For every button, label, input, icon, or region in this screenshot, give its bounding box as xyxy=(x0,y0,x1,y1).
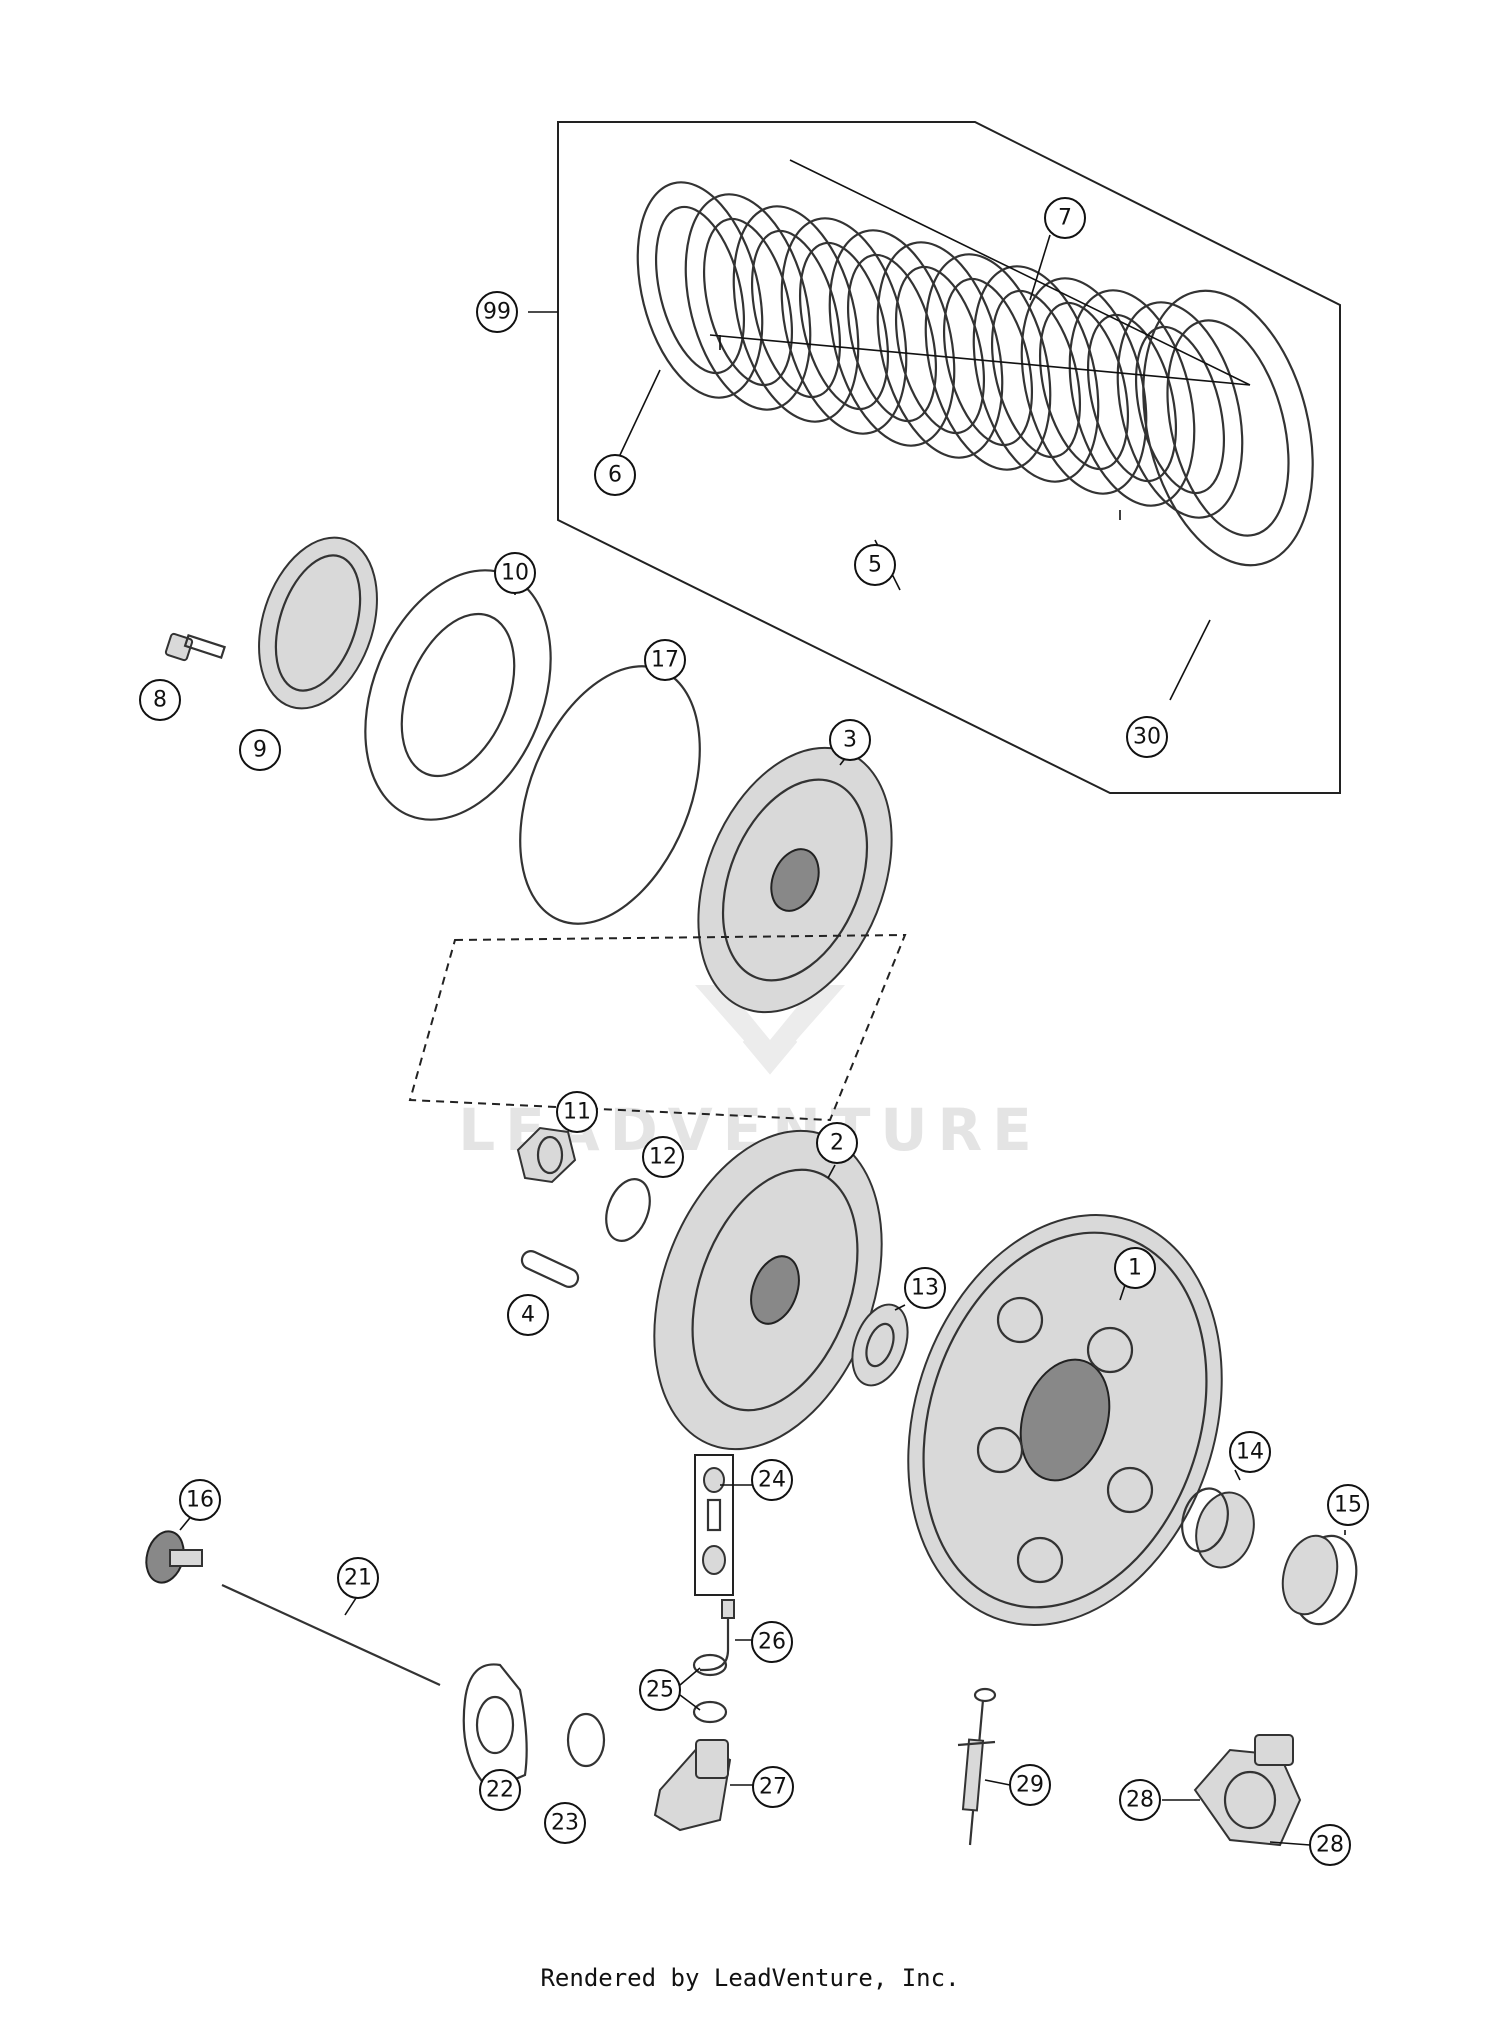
callout-21: 21 xyxy=(337,1557,379,1599)
callout-14: 14 xyxy=(1229,1431,1271,1473)
svg-text:7: 7 xyxy=(1058,206,1072,231)
svg-text:28: 28 xyxy=(1316,1833,1344,1858)
svg-text:6: 6 xyxy=(608,463,622,488)
svg-text:14: 14 xyxy=(1236,1440,1264,1465)
banjo-fitting-part-26 xyxy=(700,1600,730,1672)
svg-text:16: 16 xyxy=(186,1488,214,1513)
callout-15: 15 xyxy=(1327,1484,1369,1526)
callout-28-left: 28 xyxy=(1119,1779,1161,1821)
svg-text:12: 12 xyxy=(649,1145,677,1170)
svg-text:25: 25 xyxy=(646,1678,674,1703)
svg-text:27: 27 xyxy=(759,1775,787,1800)
gasket-part-22 xyxy=(462,1663,528,1792)
nut-part-11 xyxy=(516,1126,577,1184)
gear-part-16 xyxy=(145,1530,203,1584)
grease-syringe-part-29 xyxy=(957,1687,997,1846)
footer-credit: Rendered by LeadVenture, Inc. xyxy=(540,1964,960,1992)
bushing-part-14 xyxy=(1181,1487,1255,1569)
callout-24: 24 xyxy=(751,1459,793,1501)
svg-text:3: 3 xyxy=(843,728,857,753)
callout-7: 7 xyxy=(1044,197,1086,239)
lock-washer-part-12 xyxy=(605,1178,651,1242)
svg-text:2: 2 xyxy=(830,1131,844,1156)
svg-text:11: 11 xyxy=(563,1100,591,1125)
clutch-disc-stack xyxy=(636,181,1314,567)
callout-23: 23 xyxy=(544,1802,586,1844)
washers-part-25 xyxy=(692,1653,728,1724)
callout-4: 4 xyxy=(507,1294,549,1336)
callout-11: 11 xyxy=(556,1091,598,1133)
washer-part-13 xyxy=(851,1303,909,1387)
o-ring-part-23 xyxy=(566,1712,606,1768)
slave-cylinder-mount-part-28 xyxy=(1193,1734,1302,1847)
pin-part-4 xyxy=(520,1250,580,1288)
svg-text:10: 10 xyxy=(501,561,529,586)
svg-text:1: 1 xyxy=(1128,1256,1142,1281)
assembly-dashed-box xyxy=(408,933,907,1122)
bleed-valve-box xyxy=(694,1454,734,1596)
bleed-valve-part-24 xyxy=(702,1467,726,1575)
callout-1: 1 xyxy=(1114,1247,1156,1289)
o-ring-part-17 xyxy=(519,665,701,925)
svg-text:29: 29 xyxy=(1016,1773,1044,1798)
svg-text:17: 17 xyxy=(651,648,679,673)
callout-28-right: 28 xyxy=(1309,1824,1351,1866)
callout-10: 10 xyxy=(494,552,536,594)
callout-13: 13 xyxy=(904,1267,946,1309)
svg-text:15: 15 xyxy=(1334,1493,1362,1518)
callout-26: 26 xyxy=(751,1621,793,1663)
callout-17: 17 xyxy=(644,639,686,681)
svg-text:13: 13 xyxy=(911,1276,939,1301)
svg-text:24: 24 xyxy=(758,1468,786,1493)
callout-8: 8 xyxy=(139,679,181,721)
callout-12: 12 xyxy=(642,1136,684,1178)
watermark-logo xyxy=(695,985,845,1075)
callout-29: 29 xyxy=(1009,1764,1051,1806)
svg-text:22: 22 xyxy=(486,1778,514,1803)
callout-6: 6 xyxy=(594,454,636,496)
svg-text:99: 99 xyxy=(483,300,511,325)
sleeve-part-15 xyxy=(1281,1534,1358,1626)
svg-text:28: 28 xyxy=(1126,1788,1154,1813)
svg-text:5: 5 xyxy=(868,553,882,578)
callout-25: 25 xyxy=(639,1669,681,1711)
clutch-kit-frame xyxy=(557,121,1341,794)
callout-9: 9 xyxy=(239,729,281,771)
callout-27: 27 xyxy=(752,1766,794,1808)
svg-text:21: 21 xyxy=(344,1566,372,1591)
callout-5: 5 xyxy=(854,544,896,586)
svg-text:30: 30 xyxy=(1133,725,1161,750)
svg-text:26: 26 xyxy=(758,1630,786,1655)
outer-clutch-basket-part-1 xyxy=(907,1213,1223,1627)
bolt-part-8 xyxy=(164,632,227,662)
callout-16: 16 xyxy=(179,1479,221,1521)
push-rod-part-21 xyxy=(221,1584,441,1686)
callout-30: 30 xyxy=(1126,716,1168,758)
pressure-plate-part-3 xyxy=(697,746,893,1014)
svg-text:9: 9 xyxy=(253,738,267,763)
callout-99: 99 xyxy=(476,291,518,333)
svg-text:8: 8 xyxy=(153,688,167,713)
slave-cylinder-part-27 xyxy=(653,1739,732,1832)
bearing-part-9 xyxy=(258,536,378,710)
svg-text:4: 4 xyxy=(521,1303,535,1328)
callout-22: 22 xyxy=(479,1769,521,1811)
callout-3: 3 xyxy=(829,719,871,761)
callout-2: 2 xyxy=(816,1122,858,1164)
svg-text:23: 23 xyxy=(551,1811,579,1836)
inner-clutch-hub-part-2 xyxy=(653,1129,883,1451)
